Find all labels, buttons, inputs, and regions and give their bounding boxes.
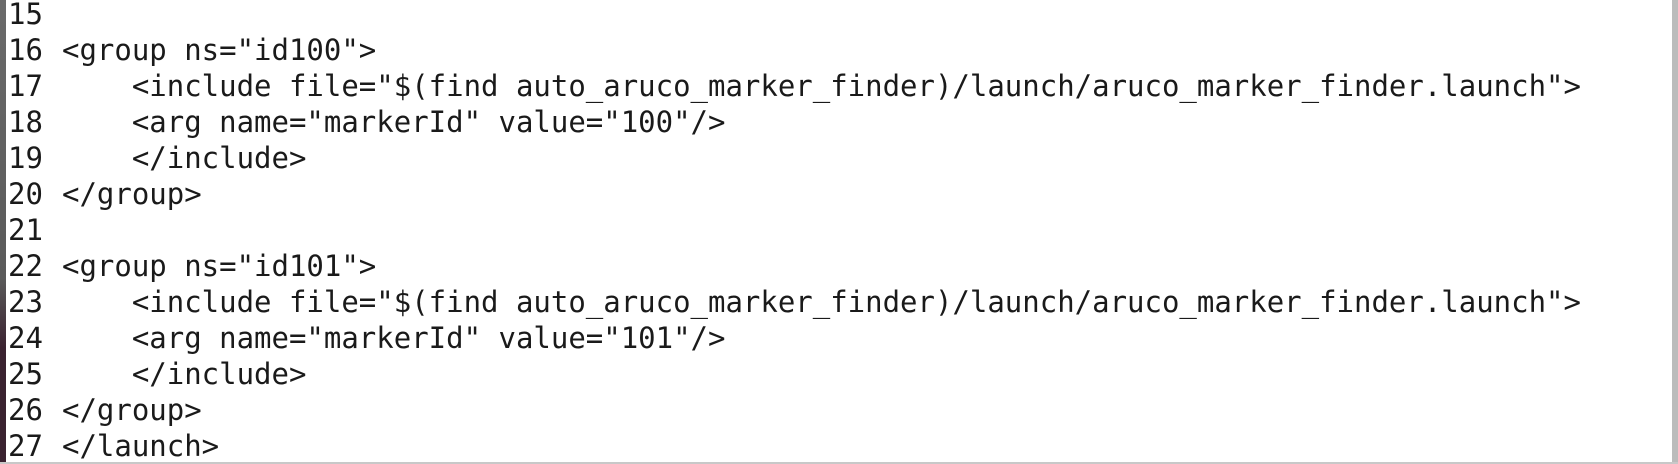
line-text[interactable]: <include file="$(find auto_aruco_marker_… xyxy=(62,69,1581,103)
editor-canvas[interactable] xyxy=(6,0,1672,464)
code-line[interactable]: 26 </group> xyxy=(6,392,1666,428)
line-number: 16 xyxy=(8,33,43,67)
window-right-border xyxy=(1672,0,1678,464)
code-line[interactable]: 20 </group> xyxy=(6,176,1666,212)
line-text[interactable]: </group> xyxy=(62,393,202,427)
line-number: 17 xyxy=(8,69,43,103)
code-line[interactable]: 21 xyxy=(6,212,1666,248)
code-line[interactable]: 18 <arg name="markerId" value="100"/> xyxy=(6,104,1666,140)
line-number: 18 xyxy=(8,105,43,139)
line-number: 26 xyxy=(8,393,43,427)
line-number: 24 xyxy=(8,321,43,355)
line-text[interactable] xyxy=(56,212,62,248)
line-text[interactable]: </include> xyxy=(62,141,307,175)
line-text[interactable]: <arg name="markerId" value="101"/> xyxy=(62,321,726,355)
line-number: 21 xyxy=(8,213,43,247)
line-number: 19 xyxy=(8,141,43,175)
line-number: 22 xyxy=(8,249,43,283)
line-number: 25 xyxy=(8,357,43,391)
code-line[interactable]: 16 <group ns="id100"> xyxy=(6,32,1666,68)
code-line[interactable]: 25 </include> xyxy=(6,356,1666,392)
line-text[interactable]: </group> xyxy=(62,177,202,211)
window-left-border xyxy=(0,0,6,464)
line-number: 27 xyxy=(8,429,43,463)
code-line[interactable]: 27 </launch> xyxy=(6,428,1666,464)
line-text[interactable]: <include file="$(find auto_aruco_marker_… xyxy=(62,285,1581,319)
code-line[interactable]: 22 <group ns="id101"> xyxy=(6,248,1666,284)
code-line[interactable]: 23 <include file="$(find auto_aruco_mark… xyxy=(6,284,1666,320)
line-text[interactable] xyxy=(56,0,62,32)
code-line[interactable]: 17 <include file="$(find auto_aruco_mark… xyxy=(6,68,1666,104)
code-view[interactable]: 15 16 <group ns="id100"> 17 <include fil… xyxy=(6,0,1666,464)
code-line[interactable]: 19 </include> xyxy=(6,140,1666,176)
line-number: 15 xyxy=(8,0,43,31)
code-line[interactable]: 15 xyxy=(6,0,1666,32)
line-text[interactable]: <group ns="id100"> xyxy=(62,33,377,67)
window-bottom-border xyxy=(0,462,1678,464)
line-number: 23 xyxy=(8,285,43,319)
line-number: 20 xyxy=(8,177,43,211)
line-text[interactable]: <arg name="markerId" value="100"/> xyxy=(62,105,726,139)
line-text[interactable]: </include> xyxy=(62,357,307,391)
line-text[interactable]: </launch> xyxy=(62,429,220,463)
code-line[interactable]: 24 <arg name="markerId" value="101"/> xyxy=(6,320,1666,356)
line-text[interactable]: <group ns="id101"> xyxy=(62,249,377,283)
